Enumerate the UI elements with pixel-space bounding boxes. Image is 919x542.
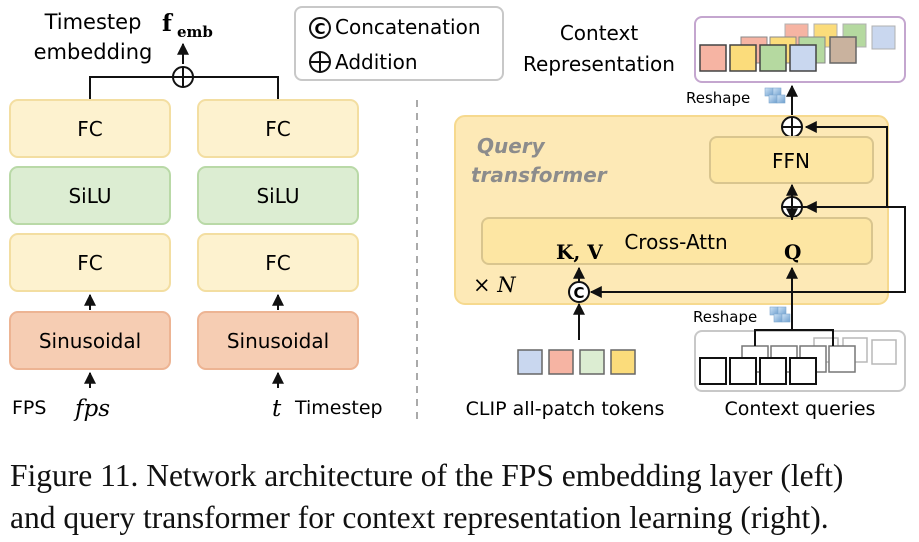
context-query-token bbox=[729, 357, 757, 385]
t-variable: t bbox=[272, 396, 282, 422]
fc-block-right-top bbox=[197, 99, 359, 158]
ffn-label: FFN bbox=[772, 149, 810, 173]
addition-label: Addition bbox=[335, 50, 418, 74]
query-transformer-title-line1: Query bbox=[477, 134, 546, 158]
timestep-label: Timestep bbox=[294, 397, 383, 419]
legend-box bbox=[294, 6, 504, 81]
context-query-token bbox=[759, 357, 787, 385]
silu-label: SiLU bbox=[256, 184, 299, 208]
sinusoidal-block-right bbox=[197, 311, 359, 370]
cross-attn-label: Cross-Attn bbox=[624, 230, 727, 254]
q-label: Q bbox=[784, 240, 801, 264]
sinusoidal-label: Sinusoidal bbox=[227, 329, 329, 353]
silu-block-left bbox=[9, 166, 171, 225]
f-emb-subscript: emb bbox=[177, 23, 213, 41]
sinusoidal-label: Sinusoidal bbox=[39, 329, 141, 353]
clip-tokens-label: CLIP all-patch tokens bbox=[466, 398, 665, 420]
cross-attn-block bbox=[481, 217, 873, 265]
fc-label: FC bbox=[265, 251, 290, 275]
clip-token bbox=[579, 349, 605, 375]
context-token bbox=[699, 44, 727, 72]
reshape-label-top: Reshape bbox=[686, 89, 750, 107]
fc-block-right-bottom bbox=[197, 233, 359, 292]
reshape-label-bottom: Reshape bbox=[693, 308, 757, 326]
ffn-block bbox=[709, 136, 874, 184]
context-token bbox=[871, 25, 896, 50]
cube-icon bbox=[764, 87, 786, 104]
figure-caption: Figure 11. Network architecture of the F… bbox=[10, 455, 915, 539]
fps-variable: fps bbox=[73, 396, 110, 422]
clip-token bbox=[517, 349, 543, 375]
fc-label: FC bbox=[265, 117, 290, 141]
kv-label: K, V bbox=[556, 240, 603, 264]
timestep-embedding-label-line1: Timestep bbox=[44, 10, 142, 34]
fc-block-left-top bbox=[9, 99, 171, 158]
f-emb-label: f bbox=[162, 10, 174, 37]
silu-label: SiLU bbox=[68, 184, 111, 208]
timestep-embedding-label-line2: embedding bbox=[34, 40, 153, 64]
fc-label: FC bbox=[77, 117, 102, 141]
concatenation-symbol-letter: C bbox=[573, 284, 584, 302]
concatenation-label: Concatenation bbox=[335, 15, 481, 39]
context-token bbox=[729, 44, 757, 72]
clip-token bbox=[548, 349, 574, 375]
clip-token bbox=[610, 349, 636, 375]
caption-line1: Figure 11. Network architecture of the F… bbox=[10, 458, 844, 493]
sinusoidal-block-left bbox=[9, 311, 171, 370]
context-representation-line1: Context bbox=[560, 21, 639, 45]
context-token bbox=[829, 36, 857, 64]
fc-label: FC bbox=[77, 251, 102, 275]
context-query-token bbox=[699, 357, 727, 385]
context-query-token bbox=[871, 339, 897, 365]
context-query-token bbox=[828, 345, 856, 373]
context-representation-line2: Representation bbox=[523, 52, 675, 76]
context-queries-label: Context queries bbox=[725, 398, 876, 420]
query-transformer-title-line2: transformer bbox=[471, 163, 608, 187]
concatenation-symbol-letter: C bbox=[314, 20, 325, 38]
silu-block-right bbox=[197, 166, 359, 225]
context-token bbox=[789, 44, 817, 72]
repeat-n-label: × N bbox=[473, 273, 516, 297]
context-token bbox=[759, 44, 787, 72]
concatenation-icon bbox=[309, 17, 331, 39]
fc-block-left-bottom bbox=[9, 233, 171, 292]
fps-label: FPS bbox=[12, 397, 46, 419]
cube-icon bbox=[769, 306, 791, 323]
context-query-token bbox=[789, 357, 817, 385]
caption-line2: and query transformer for context repres… bbox=[10, 500, 829, 535]
